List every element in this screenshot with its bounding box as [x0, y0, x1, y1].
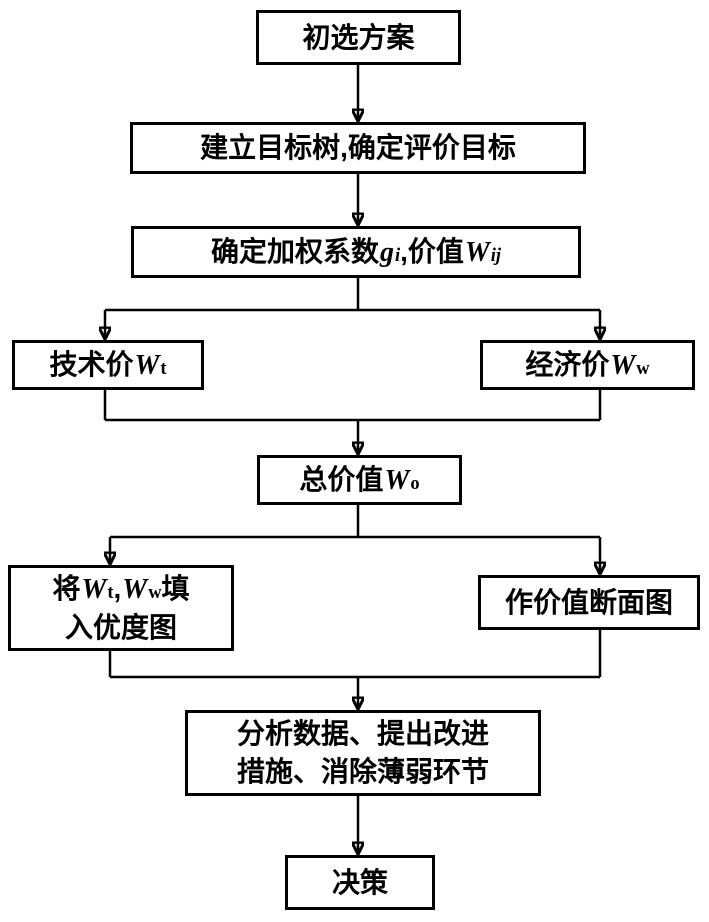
flow-box-analyze-improve: 分析数据、提出改进 措施、消除薄弱环节	[185, 710, 541, 796]
box-line-2: 措施、消除薄弱环节	[236, 756, 489, 787]
box-line-1: 分析数据、提出改进	[236, 718, 489, 750]
box-text: 经济价	[525, 348, 610, 380]
box-text: ,价值	[400, 235, 464, 267]
box-line-2: 入优度图	[64, 611, 177, 643]
variable-w: W	[464, 236, 490, 268]
box-label: 初选方案	[302, 21, 415, 53]
connector-group	[105, 65, 600, 852]
variable-w: W	[81, 573, 107, 605]
variable-w: W	[610, 349, 636, 381]
box-text: 总价值	[299, 463, 384, 495]
box-label: 决策	[331, 866, 388, 898]
flow-box-goal-tree: 建立目标树,确定评价目标	[130, 122, 586, 174]
box-label: 作价值断面图	[504, 586, 673, 618]
box-text: 将	[52, 572, 81, 604]
variable-w: W	[134, 349, 160, 381]
variable-w: W	[122, 573, 148, 605]
box-text: 技术价	[49, 348, 134, 380]
flow-box-value-profile-diagram: 作价值断面图	[478, 575, 700, 630]
box-text: 确定加权系数	[210, 235, 379, 267]
box-text: ,	[113, 572, 122, 604]
flow-box-decision: 决策	[285, 855, 435, 910]
box-text: 填	[161, 572, 190, 604]
variable-w: W	[384, 464, 410, 496]
variable-g: g	[379, 236, 394, 268]
flow-box-initial-plan: 初选方案	[256, 10, 461, 65]
box-label: 建立目标树,确定评价目标	[200, 132, 516, 164]
